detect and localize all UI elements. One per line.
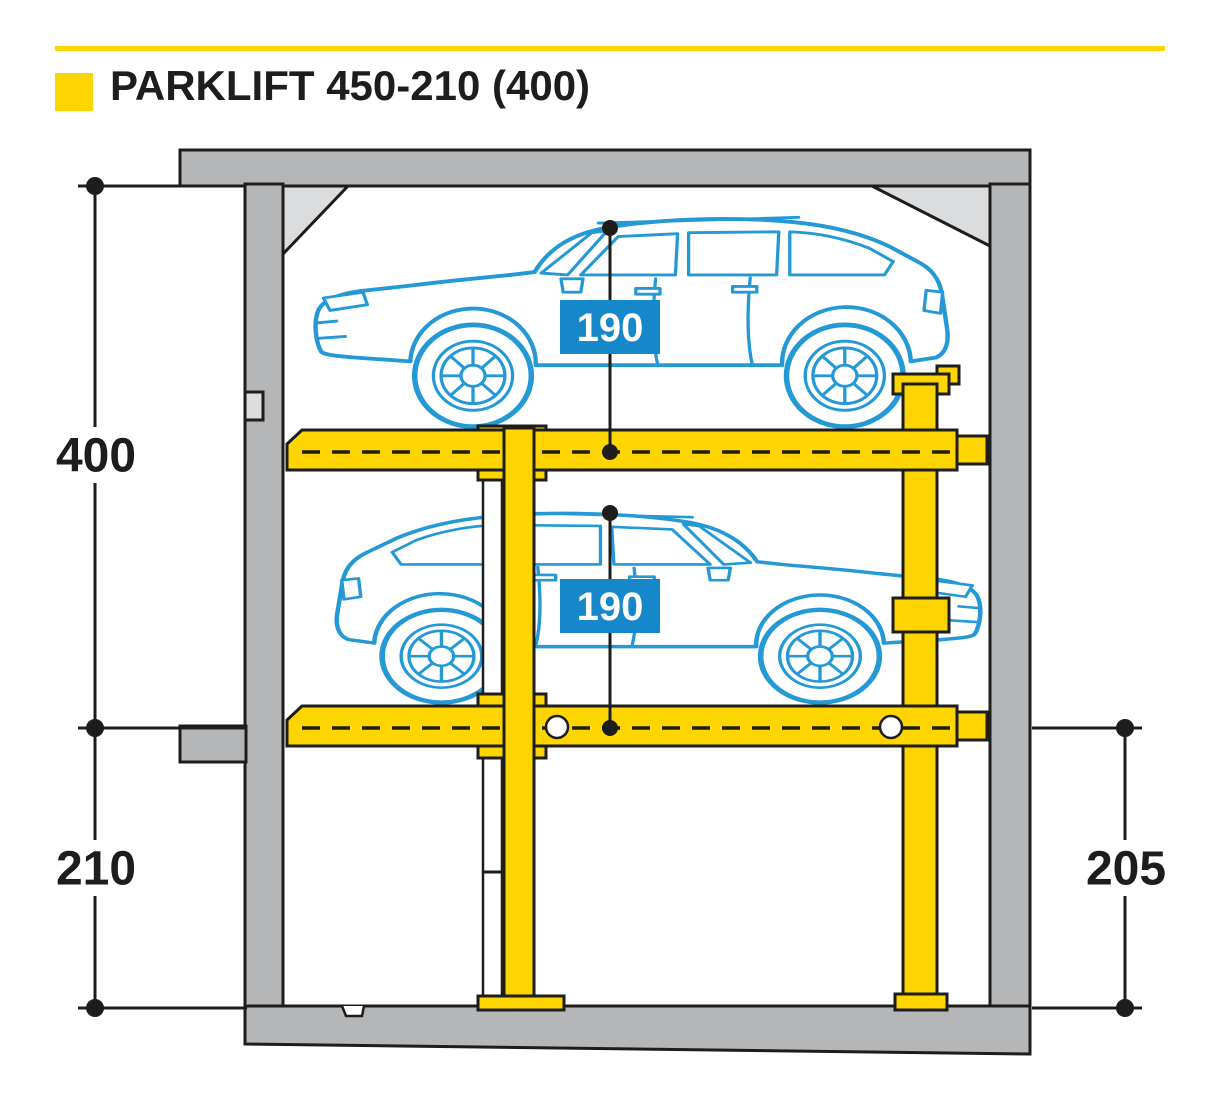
floor-drain-notch [340, 1005, 366, 1018]
right-post [891, 364, 961, 1012]
dim-dot [602, 720, 618, 736]
lower-car-height-badge [560, 579, 660, 633]
dim-lower-clearance-label: 205 [1086, 843, 1166, 896]
center-post [476, 426, 566, 1012]
lower-platform-end [955, 710, 989, 742]
center-post-foot [476, 994, 566, 1012]
right-post-column [901, 382, 939, 1008]
concrete-structure [178, 148, 1032, 1056]
ceiling-chamfer-right [871, 184, 992, 249]
ceiling-slab [178, 148, 1032, 188]
upper-car-height-badge [560, 300, 660, 354]
left-floor-slab [178, 724, 248, 764]
lower-platform-beam [285, 704, 959, 748]
title-rule [55, 46, 1165, 51]
lower-platform-roller-left [544, 714, 570, 740]
right-post-mid-bracket [891, 596, 951, 634]
dimension-lower-car: 190 [560, 505, 660, 736]
dim-pit-depth-label: 210 [56, 843, 136, 896]
dim-dot [86, 719, 104, 737]
dim-dot [1116, 719, 1134, 737]
dim-dot [86, 999, 104, 1017]
dim-dot [1116, 999, 1134, 1017]
dimension-upper-car: 190 [560, 220, 660, 460]
dim-dot [602, 444, 618, 460]
upper-car-height-label: 190 [577, 306, 644, 350]
pit-floor [243, 1004, 1032, 1056]
dimension-right: 205 [1032, 719, 1184, 1017]
lower-platform [285, 692, 989, 760]
dim-dot [602, 220, 618, 236]
upper-platform [285, 424, 989, 482]
center-post-column [502, 426, 536, 1006]
page-title: PARKLIFT 450-210 (400) [110, 62, 591, 109]
right-post-foot [893, 992, 949, 1012]
ceiling-chamfer-left [281, 184, 352, 258]
lower-platform-roller-right [878, 714, 904, 740]
dim-ceiling-height-label: 400 [56, 430, 136, 483]
upper-platform-beam [285, 428, 959, 472]
title-bullet-icon [55, 73, 93, 111]
upper-platform-end [955, 434, 989, 466]
left-wall-recess [243, 390, 265, 422]
dimension-left: 400 210 [40, 177, 247, 1017]
dim-dot [86, 177, 104, 195]
right-wall [988, 182, 1032, 1012]
dim-dot [602, 505, 618, 521]
lower-car-height-label: 190 [577, 585, 644, 629]
left-wall [243, 182, 285, 1012]
